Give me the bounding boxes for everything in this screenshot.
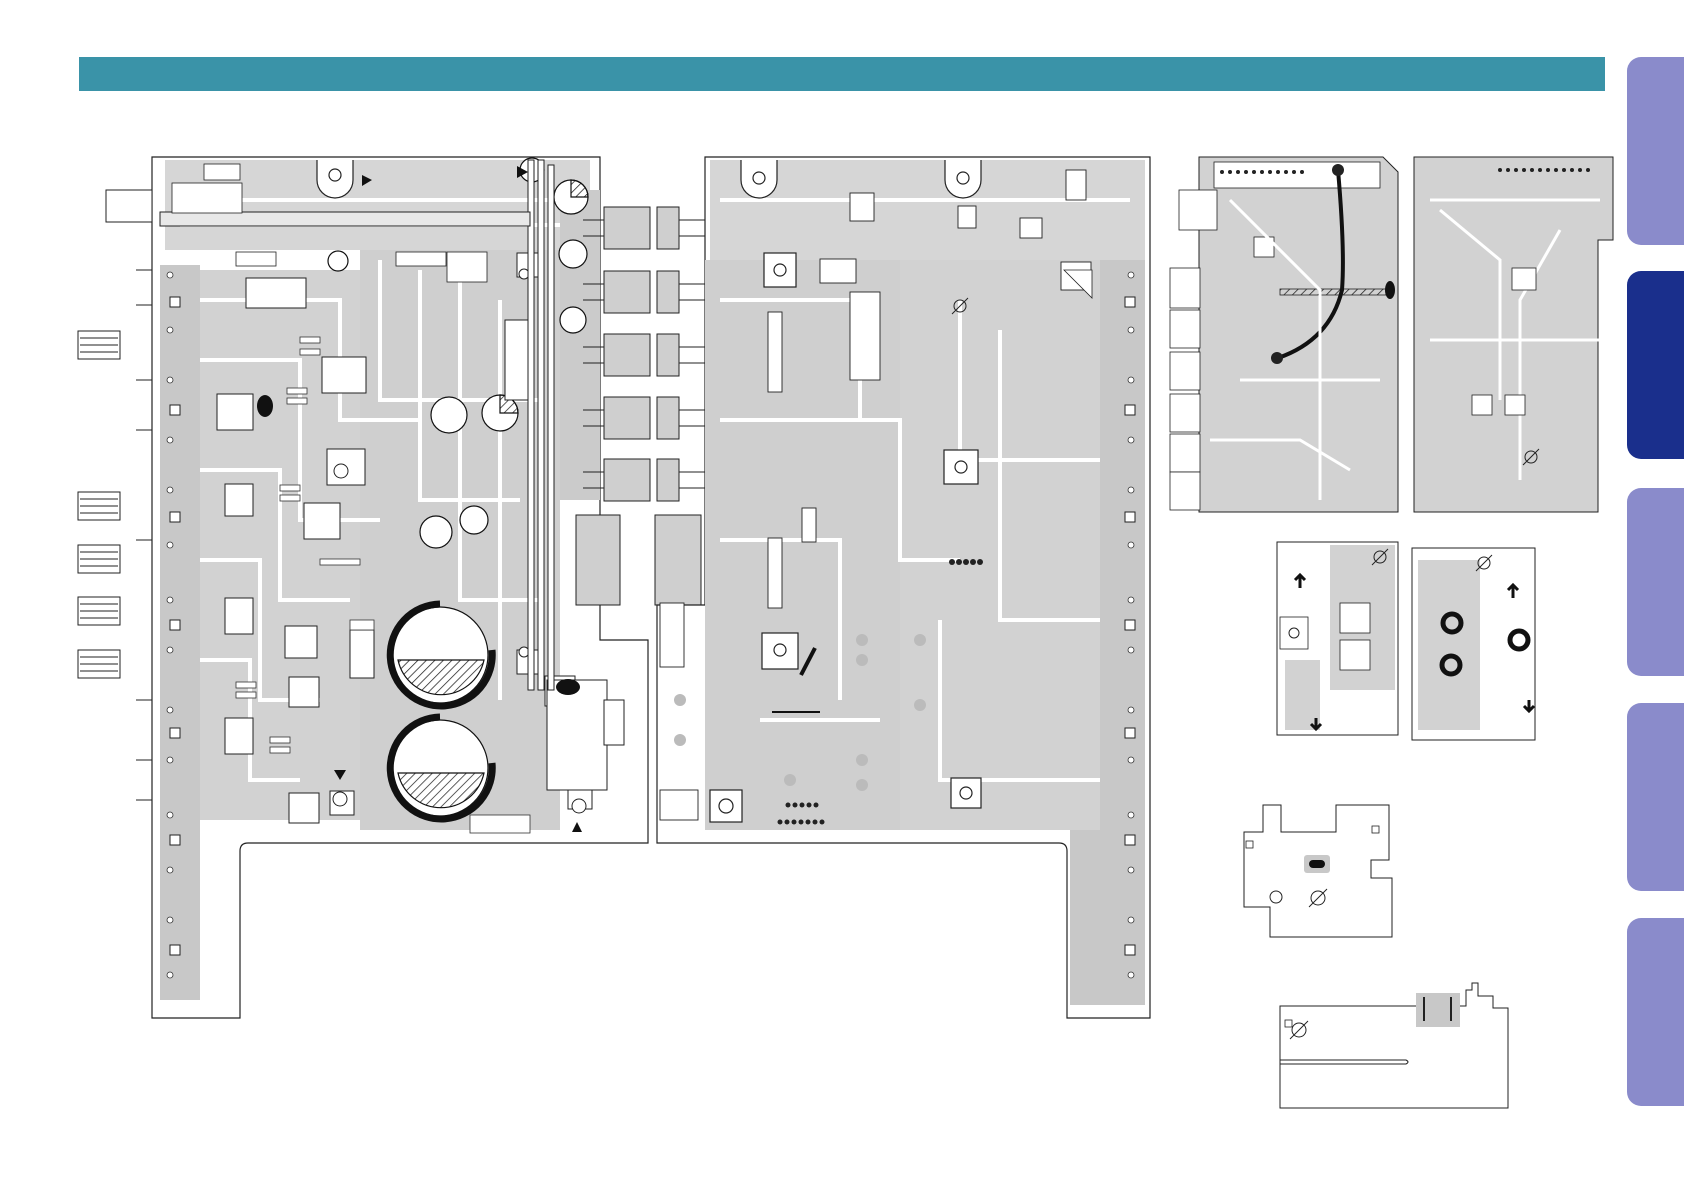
pcb-small-board-a [1277, 542, 1398, 735]
pcb-io-board-b [1414, 157, 1613, 512]
pcb-bracket-board [1244, 805, 1392, 937]
pcb-io-board-a [1170, 157, 1398, 512]
pcb-small-board-b [1412, 548, 1535, 740]
pcb-strip-board [1280, 983, 1508, 1108]
pcb-main-left [78, 157, 648, 1018]
